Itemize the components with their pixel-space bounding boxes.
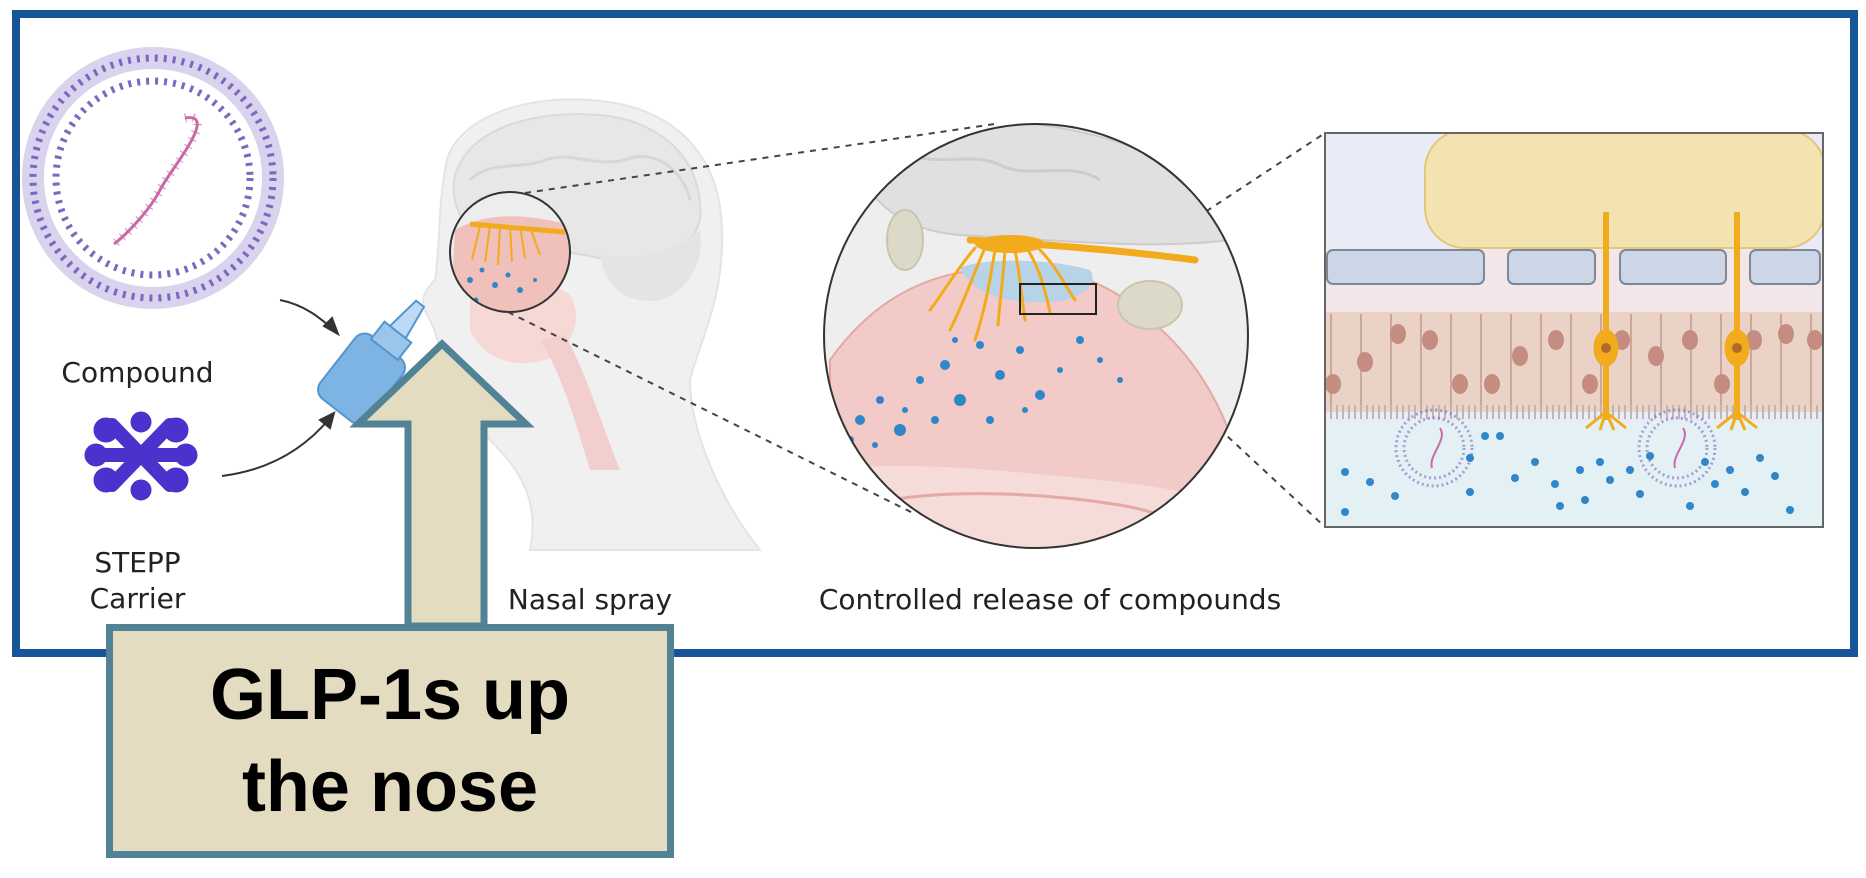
olfactory-region-callout: [449, 191, 571, 313]
controlled-release-label: Controlled release of compounds: [818, 583, 1282, 616]
nasal-spray-label: Nasal spray: [507, 583, 673, 616]
liposome-icon: [22, 47, 284, 309]
callout-box: GLP-1s up the nose: [106, 624, 674, 858]
carrier-label: STEPP Carrier: [89, 546, 186, 615]
compound-molecule-icon: [84, 411, 198, 501]
mixing-arrows: [221, 299, 340, 477]
nasal-spray-bottle-icon: [317, 299, 426, 425]
compound-label: Compound: [61, 356, 214, 389]
olfactory-epithelium-panel: [1324, 132, 1824, 528]
callout-arrow: [349, 339, 535, 630]
callout-text: GLP-1s up the nose: [209, 655, 571, 827]
